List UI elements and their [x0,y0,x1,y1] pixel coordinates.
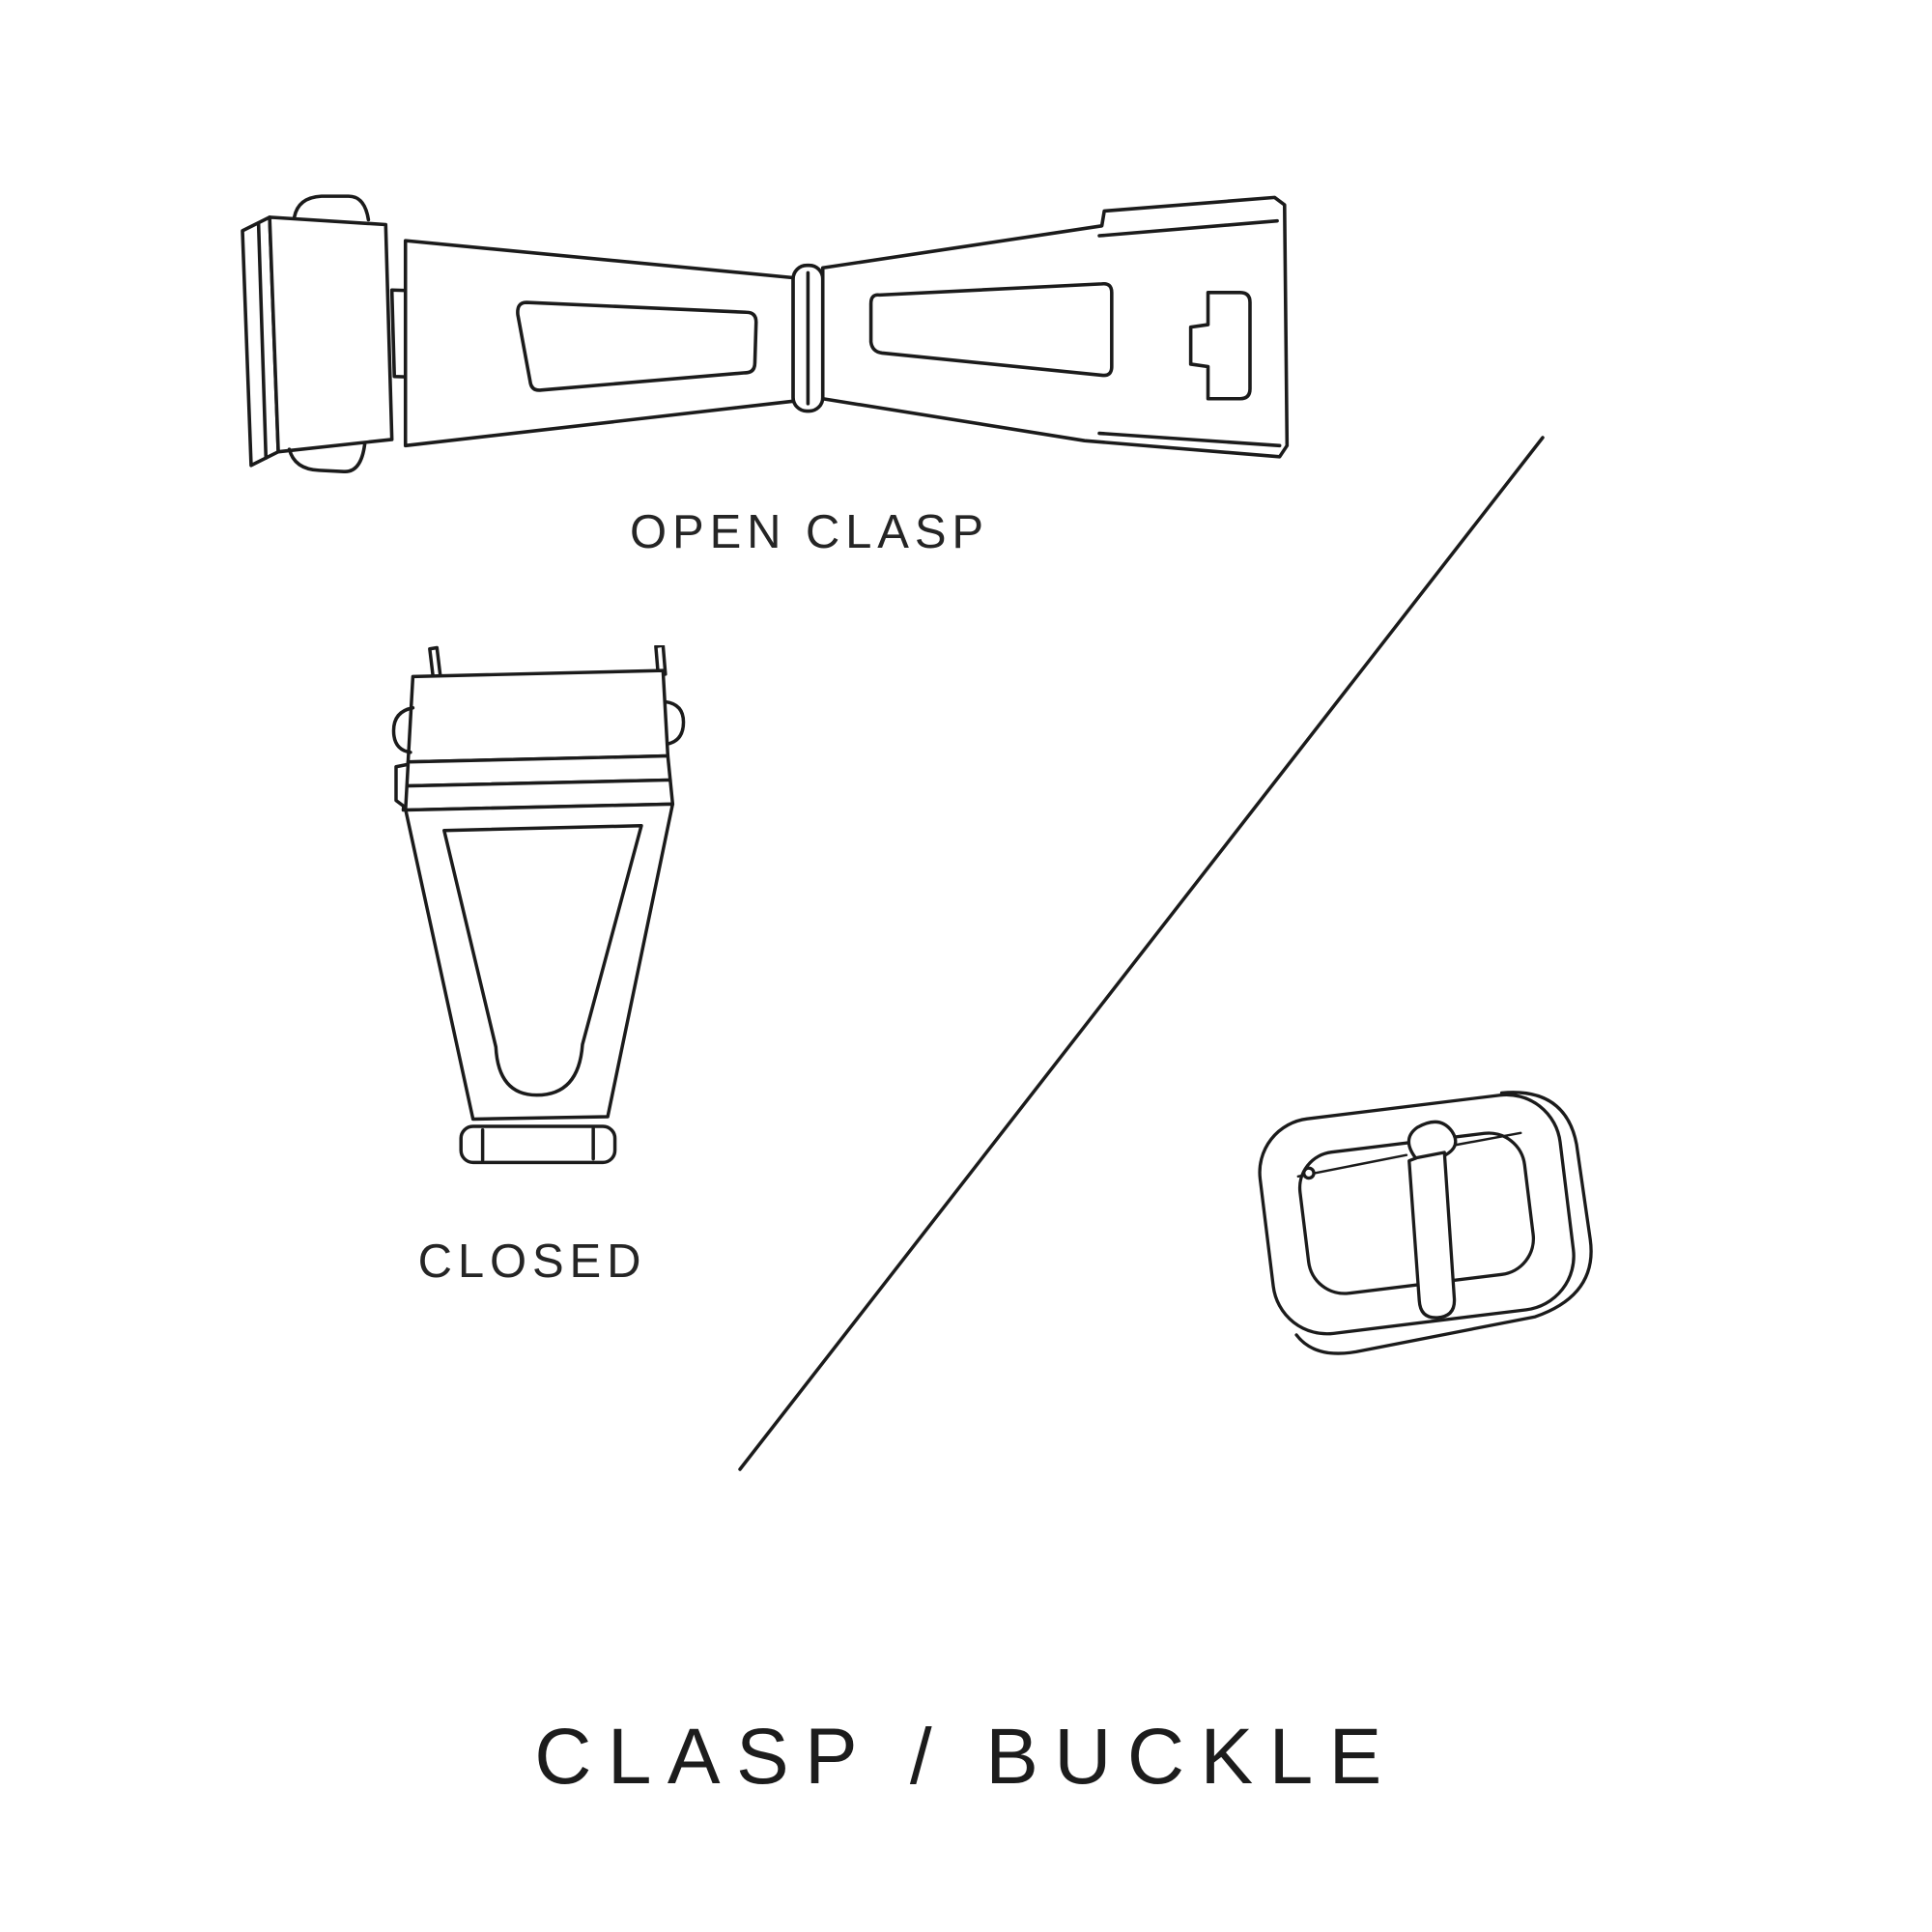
closed-label: CLOSED [417,1236,647,1288]
buckle-illustration [1258,1091,1593,1355]
open-clasp-label: OPEN CLASP [630,506,989,558]
page-title: CLASP / BUCKLE [534,1713,1398,1801]
open-clasp-illustration [241,194,1290,473]
closed-clasp-illustration [391,645,686,1165]
